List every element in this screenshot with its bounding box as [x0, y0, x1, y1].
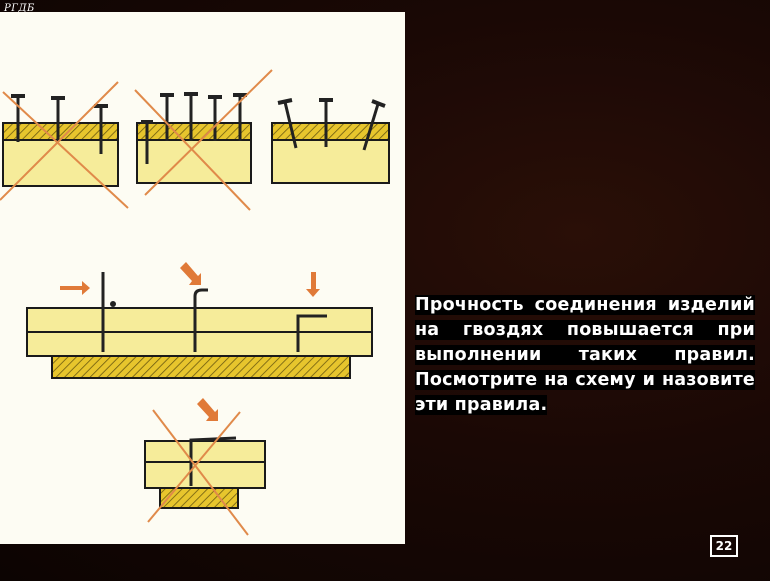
board-diagram-2 [134, 69, 273, 211]
arrow-icon-1 [60, 281, 90, 295]
board-diagram-3 [271, 98, 390, 184]
board-diagram-1 [0, 81, 129, 209]
caption-line: Прочность соединения из­делий на гвоздях… [415, 295, 755, 415]
illustration-panel [0, 12, 405, 544]
board-diagram-bottom [144, 398, 266, 536]
board-diagram-middle [26, 262, 373, 379]
arrows [60, 262, 320, 297]
nailing-diagram [0, 69, 390, 536]
arrow-icon-3 [306, 272, 320, 297]
watermark: РГДБ [4, 3, 35, 14]
arrow-icon-2 [180, 262, 201, 285]
caption-text: Прочность соединения из­делий на гвоздях… [415, 293, 755, 418]
page-number: 22 [710, 535, 738, 557]
arrow-icon-4 [197, 398, 218, 421]
nail-head-icon [110, 301, 116, 307]
